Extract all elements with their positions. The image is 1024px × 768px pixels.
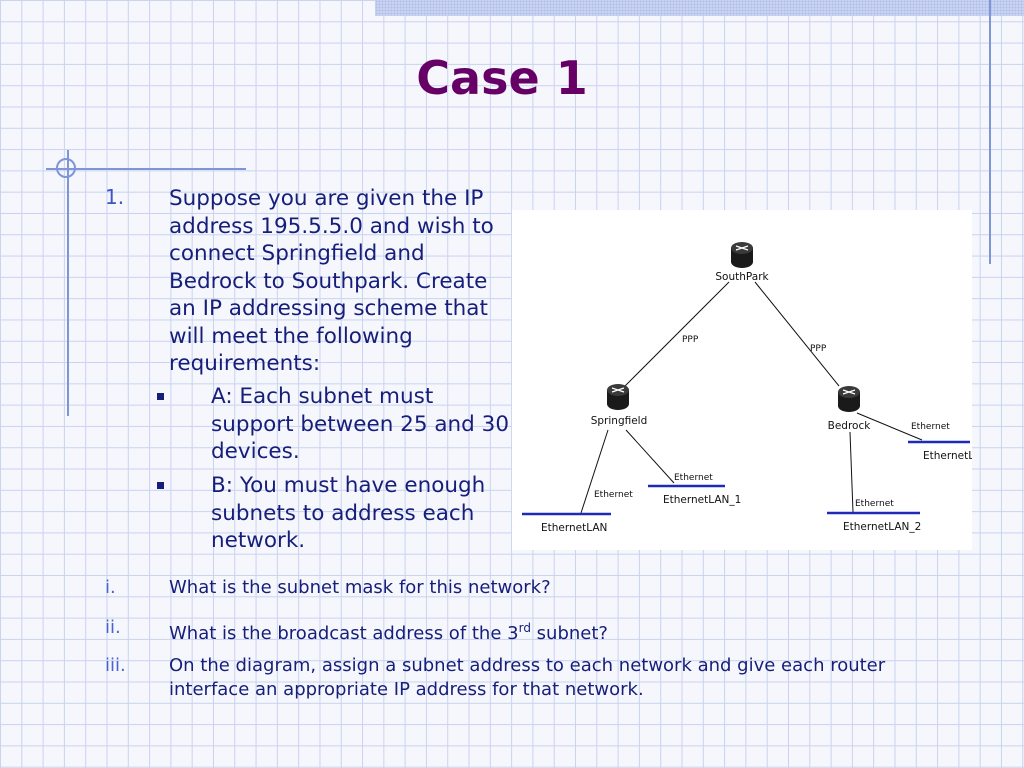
router-label-springfield: Springfield <box>591 415 648 427</box>
problem-statement-text: Suppose you are given the IP address 195… <box>169 186 494 376</box>
square-bullet-icon <box>157 482 164 489</box>
question-text: What is the broadcast address of the 3rd… <box>169 616 929 646</box>
ethernet-link-bedrock-lan2 <box>849 431 854 513</box>
network-diagram-canvas: SouthPark Springfield Bedrock PPP PPP Et… <box>522 242 972 534</box>
question-marker: iii. <box>105 655 126 676</box>
router-label-bedrock: Bedrock <box>828 420 872 432</box>
ethernet-link-bedrock-lan3 <box>856 412 923 441</box>
lan-label: EthernetLAN <box>923 450 972 462</box>
router-icon <box>607 384 629 410</box>
square-bullet-icon <box>157 393 164 400</box>
question-text: What is the subnet mask for this network… <box>169 577 551 598</box>
ethernet-link-springfield-lan1 <box>625 429 675 484</box>
link-label-ethernet: Ethernet <box>855 499 894 509</box>
lan-label: EthernetLAN_1 <box>663 494 741 506</box>
question-text-start: What is the broadcast address of the 3 <box>169 623 519 644</box>
lan-label: EthernetLAN <box>541 522 607 534</box>
requirement-text: A: Each subnet must support between 25 a… <box>211 384 510 464</box>
link-label-ethernet: Ethernet <box>594 490 633 500</box>
decorative-ring <box>56 158 76 178</box>
right-decorative-line <box>989 0 991 264</box>
router-icon <box>838 386 860 412</box>
question-text-end: subnet? <box>530 623 608 644</box>
router-label-southpark: SouthPark <box>715 271 769 283</box>
question-marker: i. <box>105 577 116 598</box>
left-decorative-line <box>67 150 69 416</box>
requirement-text: B: You must have enough subnets to addre… <box>211 473 486 553</box>
link-label-ppp: PPP <box>810 344 827 354</box>
ppp-link-southpark-springfield <box>622 281 730 389</box>
ethernet-link-springfield-lan <box>580 429 609 514</box>
question-text: On the diagram, assign a subnet address … <box>169 655 886 700</box>
link-label-ethernet: Ethernet <box>674 473 713 483</box>
top-decorative-band <box>375 0 1024 16</box>
lan-label: EthernetLAN_2 <box>843 521 921 533</box>
problem-statement: Suppose you are given the IP address 195… <box>169 185 514 378</box>
link-label-ethernet: Ethernet <box>911 422 950 432</box>
network-diagram: SouthPark Springfield Bedrock PPP PPP Et… <box>512 210 972 550</box>
ppp-link-southpark-bedrock <box>754 281 840 387</box>
router-icon <box>731 242 753 268</box>
title-underline-decoration <box>46 168 246 170</box>
ordinal-suffix: rd <box>518 621 531 635</box>
link-label-ppp: PPP <box>682 335 699 345</box>
slide-title: Case 1 <box>416 51 588 105</box>
item-number-marker: 1. <box>105 185 125 209</box>
question-marker: ii. <box>105 617 121 638</box>
